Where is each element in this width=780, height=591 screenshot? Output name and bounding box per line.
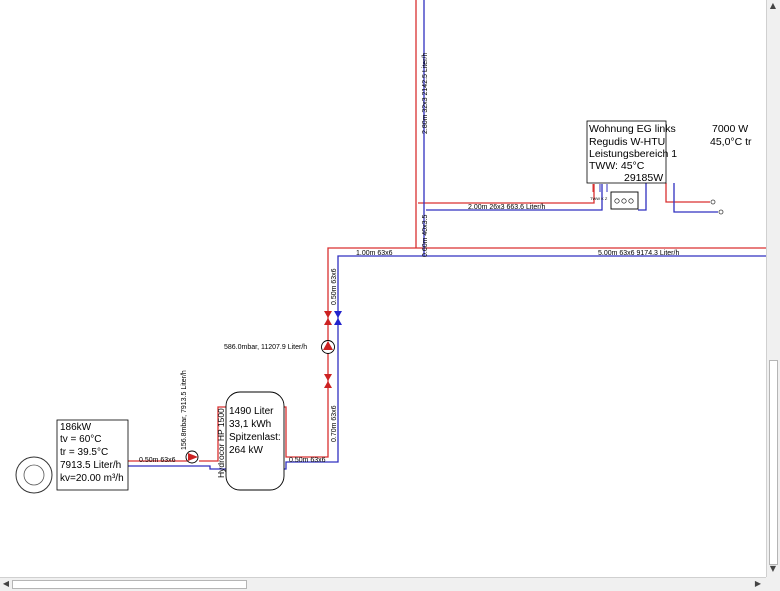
scroll-right-icon[interactable]: ▶: [754, 579, 762, 588]
connector-marks: TWW K Z: [590, 196, 608, 201]
storage-volume: 1490 Liter: [229, 406, 274, 417]
scroll-down-icon[interactable]: ▼: [769, 564, 777, 573]
valve-icon: [324, 374, 332, 381]
supply-consumer: [665, 183, 710, 203]
boiler-tv: tv = 60°C: [60, 434, 102, 445]
consumer[interactable]: 7000 W 45,0°C tr: [710, 123, 752, 215]
boiler[interactable]: 186kW tv = 60°C tr = 39.5°C 7913.5 Liter…: [15, 419, 129, 494]
valve-icon: [324, 318, 332, 325]
return-apartment-branch: [426, 184, 603, 211]
valve-icon: [334, 318, 342, 325]
return-apt-to-station: [638, 183, 647, 211]
horizontal-scroll-thumb[interactable]: [12, 580, 247, 589]
storage-product-label: Hydrocor HP 1500: [216, 408, 226, 478]
pipe-label-apartment-branch: 2.00m 26x3 663.6 Liter/h: [468, 204, 546, 211]
pipe-label-vertical-32: 2.80m 32x3 2142.5 Liter/h: [422, 53, 429, 134]
return-consumer: [673, 183, 718, 213]
boiler-kv: kv=20.00 m³/h: [60, 473, 124, 484]
pipe-label-riser-lower: 0.70m 63x6: [331, 405, 338, 442]
storage-tank-body: [225, 391, 285, 491]
return-storage-to-riser: [276, 255, 766, 470]
pipe-label-storage-out: 0.50m 63x6: [289, 457, 326, 464]
storage-peak-value: 264 kW: [229, 445, 263, 456]
heat-exchanger-dot: [628, 198, 634, 204]
storage-energy: 33,1 kWh: [229, 419, 271, 430]
boiler-info-box: [56, 419, 129, 491]
vertical-scrollbar[interactable]: ▲ ▼: [766, 0, 780, 577]
pipe-label-vertical-40: 0.60m 40x3.5: [422, 214, 429, 257]
storage-peak-label: Spitzenlast:: [229, 432, 281, 443]
consumer-temp: 45,0°C tr: [710, 136, 752, 148]
valve-icon: [324, 311, 332, 318]
apartment-line3: Leistungsbereich 1: [589, 148, 677, 160]
horizontal-scrollbar[interactable]: ◀ ▶: [0, 577, 766, 591]
pump1[interactable]: [185, 450, 199, 464]
pipe-label-boiler-out: 0.50m 63x6: [139, 457, 176, 464]
valve-return-upper[interactable]: [334, 311, 342, 325]
supply-storage-to-riser: [276, 247, 766, 458]
valve-icon: [324, 381, 332, 388]
valve-supply-lower[interactable]: [324, 374, 332, 388]
boiler-power: 186kW: [60, 422, 92, 433]
storage-tank[interactable]: 1490 Liter 33,1 kWh Spitzenlast: 264 kW: [225, 391, 285, 491]
consumer-end-icon: [710, 199, 716, 205]
consumer-power: 7000 W: [712, 123, 748, 135]
apartment-power: 29185W: [624, 172, 663, 184]
apartment-line1: Wohnung EG links: [589, 123, 676, 135]
pump2[interactable]: [321, 340, 335, 354]
supply-apartment-branch: [418, 184, 595, 204]
scroll-corner: [766, 577, 780, 591]
return-pipes: [128, 0, 766, 470]
scroll-up-icon[interactable]: ▲: [769, 1, 777, 10]
apartment-station[interactable]: Wohnung EG links Regudis W-HTU Leistungs…: [586, 120, 677, 210]
pump2-arrow-icon: [323, 341, 333, 350]
pipe-label-riser-upper: 0.50m 63x6: [331, 268, 338, 305]
pump1-arrow-icon: [188, 453, 198, 461]
valve-supply-upper[interactable]: [324, 311, 332, 325]
valve-icon: [334, 311, 342, 318]
scroll-left-icon[interactable]: ◀: [2, 579, 10, 588]
apartment-line4: TWW: 45°C: [589, 160, 645, 172]
apartment-line2: Regudis W-HTU: [589, 136, 665, 148]
heat-exchanger-dot: [614, 198, 620, 204]
supply-pipes: [128, 0, 766, 462]
vertical-scroll-thumb[interactable]: [769, 360, 778, 565]
pump1-label: 156.8mbar, 7913.5 Liter/h: [181, 370, 188, 450]
heat-exchanger-dot: [621, 198, 627, 204]
supply-pump1-to-storage: [199, 406, 226, 462]
boiler-flow: 7913.5 Liter/h: [60, 460, 121, 471]
return-boiler: [128, 465, 226, 470]
apartment-info-box: [586, 120, 667, 184]
boiler-tr: tr = 39.5°C: [60, 447, 108, 458]
pipe-label-main-right: 5.00m 63x6 9174.3 Liter/h: [598, 250, 679, 257]
pipe-label-top-left: 1.00m 63x6: [356, 250, 393, 257]
pump2-label: 586.0mbar, 11207.9 Liter/h: [224, 344, 307, 351]
boiler-burner-core: [23, 464, 45, 486]
consumer-end-icon: [718, 209, 724, 215]
